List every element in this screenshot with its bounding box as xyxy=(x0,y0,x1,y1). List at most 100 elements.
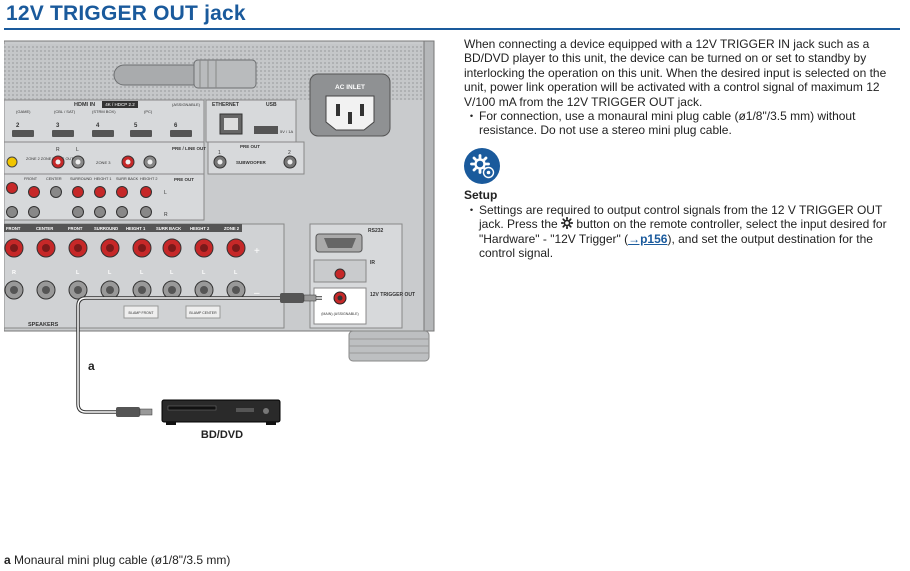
page-title: 12V TRIGGER OUT jack xyxy=(6,2,246,25)
pre-surround-label: SURROUND xyxy=(70,177,92,181)
hdmi-2-label: 2 xyxy=(16,123,20,129)
pre-l-label: L xyxy=(164,190,167,196)
pre-height1-label: HEIGHT 1 xyxy=(94,177,111,181)
pre-front-label: FRONT xyxy=(24,177,38,181)
hdmi-port xyxy=(130,130,152,137)
footnote-marker: a xyxy=(4,553,11,567)
pre-out-row-label: PRE OUT xyxy=(174,177,194,182)
connection-note: ・For connection, use a monaural mini plu… xyxy=(464,109,900,138)
trigger-main-label: (MAIN) (ASSIGNABLE) xyxy=(321,312,359,316)
speaker-post-row-top xyxy=(4,238,246,258)
spk-front-label: FRONT xyxy=(6,226,21,231)
rca-jack xyxy=(94,186,106,198)
plus-label: + xyxy=(254,246,260,257)
rca-jack xyxy=(140,206,152,218)
rca-jack xyxy=(6,156,18,168)
rca-jack xyxy=(28,206,40,218)
spk-l-label-5: L xyxy=(202,270,206,276)
setup-text-3: ), and set the output destination for th… xyxy=(479,231,873,261)
spk-l-label-4: L xyxy=(170,270,174,276)
ac-inlet: AC INLET xyxy=(309,73,391,137)
connection-note-text: For connection, use a monaural mini plug… xyxy=(479,109,856,138)
zone2-lineout-label: ZONE 2 ZONE B LINE OUT xyxy=(26,157,74,161)
spk-front2-label: FRONT xyxy=(68,226,83,231)
gear-icon xyxy=(560,217,574,230)
device-label: BD/DVD xyxy=(201,429,243,441)
bi-amp-center-label: BI-AMP CENTER xyxy=(189,311,217,315)
antenna xyxy=(113,59,257,89)
setup-note: ・Settings are required to output control… xyxy=(464,203,900,261)
description-text: When connecting a device equipped with a… xyxy=(464,37,900,138)
pre-r-label: R xyxy=(164,212,168,218)
ir-jack xyxy=(334,268,346,280)
hdmi-cbl-label: (CBL / SAT) xyxy=(54,109,76,114)
rca-jack xyxy=(116,206,128,218)
mini-plug-cable: a xyxy=(76,293,322,417)
spk-surrback-label: SURR BACK xyxy=(156,226,181,231)
spk-r-label: R xyxy=(12,270,16,276)
footnote: a Monaural mini plug cable (ø1/8"/3.5 mm… xyxy=(4,553,230,567)
zone3-label: ZONE 3 xyxy=(96,160,111,165)
pre-out-channels: FRONT CENTER SURROUND HEIGHT 1 SURR BACK… xyxy=(4,173,205,221)
usb-label: USB xyxy=(266,102,277,108)
rca-jack xyxy=(50,186,62,198)
sub2-label: 2 xyxy=(288,150,291,156)
title-divider xyxy=(4,28,900,30)
page-link[interactable]: →p156 xyxy=(628,231,668,246)
setup-text: ・Settings are required to output control… xyxy=(464,203,900,261)
usb-port xyxy=(254,126,278,134)
setup-bullet-marker: ・ xyxy=(465,203,478,217)
setup-text-1: Settings are required to output control … xyxy=(479,203,883,232)
hdmi-port xyxy=(12,130,34,137)
pre-out-label: PRE OUT xyxy=(240,144,260,149)
minus-label: – xyxy=(254,288,260,299)
hdmi-strm-label: (STRM BOX) xyxy=(92,109,116,114)
spk-height2-label: HEIGHT 2 xyxy=(190,226,210,231)
hdmi-in-label: HDMI IN xyxy=(74,102,95,108)
rca-jack xyxy=(72,186,84,198)
rca-jack xyxy=(140,186,152,198)
cable-label: a xyxy=(88,359,95,373)
hdmi-port xyxy=(52,130,74,137)
bi-amp-front-label: BI-AMP FRONT xyxy=(128,311,154,315)
speaker-post-row-bottom xyxy=(4,280,246,300)
hdmi-game-label: (GAME) xyxy=(16,109,31,114)
spk-l-label-6: L xyxy=(234,270,238,276)
pre-center-label: CENTER xyxy=(46,177,62,181)
l-label: L xyxy=(76,147,79,153)
pre-surrback-label: SURR BACK xyxy=(116,177,139,181)
zone-preout-section: ZONE 2 ZONE B LINE OUT R L ZONE 3 PRE / … xyxy=(4,141,305,175)
hdmi-port xyxy=(170,130,192,137)
spk-l-label-2: L xyxy=(108,270,112,276)
rca-jack xyxy=(72,206,84,218)
ac-inlet-label: AC INLET xyxy=(335,84,365,91)
rca-jack xyxy=(6,206,18,218)
rca-jack xyxy=(6,182,18,194)
ethernet-usb-section: ETHERNET USB 5V / 1A xyxy=(205,99,297,143)
rca-jack xyxy=(94,206,106,218)
speakers-label: SPEAKERS xyxy=(28,322,59,328)
footnote-text: Monaural mini plug cable (ø1/8"/3.5 mm) xyxy=(14,553,231,567)
hdmi-badge: 4K / HDCP 2.2 xyxy=(105,102,135,107)
intro-paragraph: When connecting a device equipped with a… xyxy=(464,37,887,109)
control-section: RS232 IR (MAIN) (ASSIGNABLE) 12V TRIGGER… xyxy=(309,223,415,329)
hdmi-port xyxy=(92,130,114,137)
hdmi-5-label: 5 xyxy=(134,123,138,129)
hdmi-6-label: 6 xyxy=(174,123,178,129)
spk-center-label: CENTER xyxy=(36,226,53,231)
spk-zone2-label: ZONE 2 xyxy=(224,226,240,231)
setup-heading: Setup xyxy=(464,188,498,202)
bullet-marker: ・ xyxy=(465,109,478,124)
pre-height2-label: HEIGHT 2 xyxy=(140,177,157,181)
pre-line-out-label: PRE / LINE OUT xyxy=(172,146,206,151)
rca-jack xyxy=(28,186,40,198)
setup-text-2: button on the remote controller, select … xyxy=(479,217,887,246)
spk-height1-label: HEIGHT 1 xyxy=(126,226,146,231)
bd-dvd-player: BD/DVD xyxy=(161,399,281,441)
connection-diagram: AC INLET HDMI IN 4K / HDCP 2.2 (GAME) (C… xyxy=(4,40,435,441)
spk-l-label-1: L xyxy=(76,270,80,276)
usb-rating: 5V / 1A xyxy=(280,129,293,134)
rs232-label: RS232 xyxy=(368,228,384,234)
hdmi-4-label: 4 xyxy=(96,123,100,129)
spk-l-label-3: L xyxy=(140,270,144,276)
